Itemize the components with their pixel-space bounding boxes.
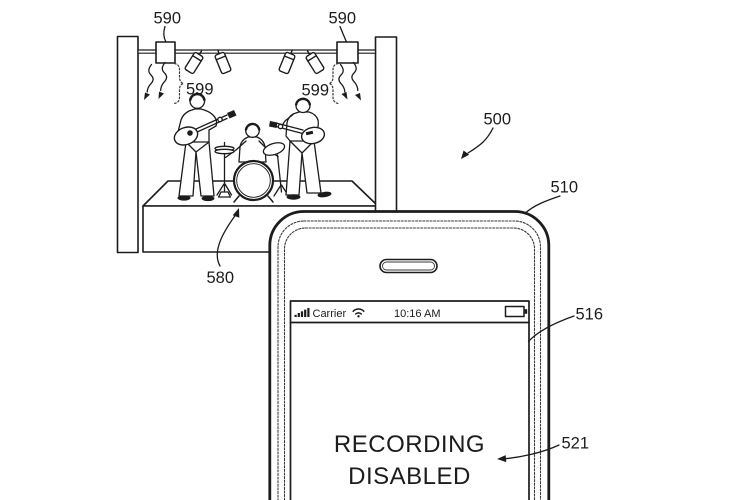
carrier-label: Carrier <box>313 308 347 320</box>
ref-590-left: 590 <box>154 10 182 28</box>
ref-590-right: 590 <box>329 10 357 28</box>
earpiece-speaker-icon <box>379 258 438 274</box>
transmitter-box-left <box>155 41 176 64</box>
leader-590-left <box>163 25 167 43</box>
arrowhead-580 <box>232 208 240 218</box>
signal-bars-icon <box>294 308 310 317</box>
guitarist-right <box>269 97 332 200</box>
screen-message: RECORDING DISABLED <box>334 431 485 490</box>
screen-message-line1: RECORDING <box>334 431 485 458</box>
ref-500: 500 <box>484 111 512 129</box>
phone-screen <box>289 300 530 500</box>
leader-510 <box>524 195 561 214</box>
wifi-icon <box>352 308 365 318</box>
stage-truss <box>137 49 377 54</box>
guitarist-left <box>173 92 237 202</box>
ref-599-left: 599 <box>186 81 214 99</box>
ref-580: 580 <box>207 269 235 287</box>
leader-590-right <box>339 25 348 43</box>
status-bar: Carrier 10:16 AM <box>289 305 530 324</box>
guitar-icon <box>173 110 237 146</box>
drummer <box>224 122 279 163</box>
ref-516: 516 <box>576 306 604 324</box>
leader-516 <box>527 315 575 343</box>
time-label: 10:16 AM <box>394 308 440 320</box>
signal-brace <box>173 62 339 105</box>
battery-icon <box>504 305 528 318</box>
stage-left-post <box>116 35 139 254</box>
band <box>173 92 332 203</box>
ref-599-right: 599 <box>302 82 330 100</box>
drum-kit <box>214 141 290 203</box>
earpiece-speaker-inner <box>382 261 435 271</box>
bass-drum <box>232 159 275 202</box>
arrowhead-521 <box>497 455 507 463</box>
leader-500 <box>467 127 494 154</box>
arrowhead-500 <box>461 150 470 159</box>
transmitter-box-right <box>336 41 359 64</box>
reference-labels: 590 590 599 599 500 510 516 521 580 <box>154 10 604 463</box>
phone: Carrier 10:16 AM RECORDING DISABLED <box>268 210 551 500</box>
leader-521 <box>501 444 560 460</box>
screen-message-line2: DISABLED <box>348 463 471 490</box>
ref-510: 510 <box>551 179 579 197</box>
leader-580 <box>216 212 238 267</box>
phone-bezel-outer-line <box>277 220 542 500</box>
ref-521: 521 <box>562 435 590 453</box>
phone-bezel-inner-line <box>283 227 536 500</box>
signal-waves-icon <box>144 61 361 101</box>
stage-light-icon <box>184 49 325 75</box>
guitar-icon <box>269 121 326 145</box>
